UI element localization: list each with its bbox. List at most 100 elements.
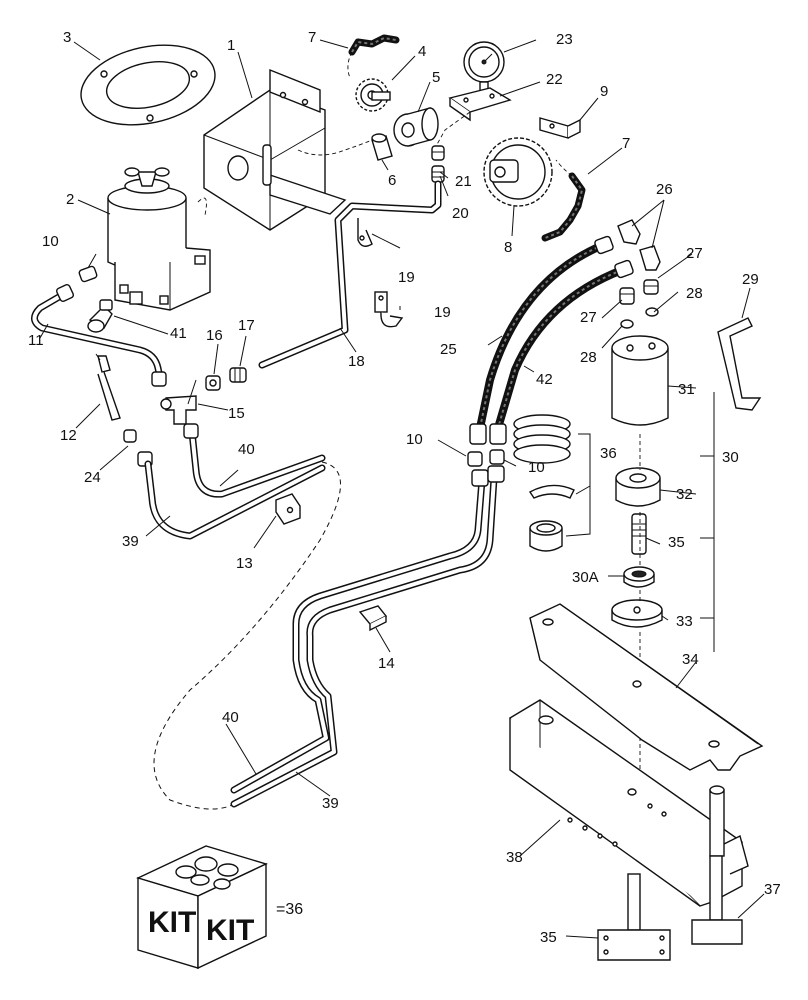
- hose-42: [494, 266, 626, 432]
- callout-28-right: 28: [686, 285, 703, 302]
- callout-5: 5: [432, 69, 440, 86]
- washer-28-right: [645, 307, 659, 317]
- callout-36: 36: [600, 445, 617, 462]
- filter-assembly: [107, 167, 211, 311]
- spacer-32: [615, 467, 661, 507]
- chain-top: [347, 34, 400, 79]
- callout-32: 32: [676, 486, 693, 503]
- washer-33: [611, 599, 663, 628]
- tee-15: [160, 395, 197, 425]
- small-sprocket: [355, 78, 391, 112]
- kit-contents: [175, 856, 239, 890]
- kit-label-right: KIT: [206, 914, 254, 947]
- callout-40-upper: 40: [238, 441, 255, 458]
- bushing: [371, 133, 393, 161]
- base-38: [509, 699, 749, 907]
- bolt-12: [95, 353, 121, 421]
- callout-10-right: 10: [528, 459, 545, 476]
- fitting-10-left: [78, 265, 98, 283]
- fitting-27-right: [643, 279, 659, 295]
- clip-19-lower: [374, 291, 404, 328]
- leader-lines: [39, 39, 765, 939]
- tube-39-40-lower: [230, 474, 498, 808]
- callout-27-left: 27: [580, 309, 597, 326]
- mounting-bracket: [203, 68, 347, 231]
- callout-40-lower: 40: [222, 709, 239, 726]
- callouts: 1 2 3 4 5 6 7 7 8 9 10 10 10 11 12 13 14…: [28, 29, 781, 946]
- callout-15: 15: [228, 405, 245, 422]
- fitting-27-left: [619, 287, 635, 305]
- washer-28-left: [620, 319, 634, 329]
- callout-25: 25: [440, 341, 457, 358]
- callout-4: 4: [418, 43, 426, 60]
- callout-11: 11: [28, 332, 44, 349]
- elbows-26: [617, 219, 661, 271]
- callout-1: 1: [227, 37, 235, 54]
- callout-18: 18: [348, 353, 365, 370]
- callout-16: 16: [206, 327, 223, 344]
- callout-19-upper: 19: [398, 269, 415, 286]
- callout-7-top: 7: [308, 29, 316, 46]
- callout-29: 29: [742, 271, 759, 288]
- callout-30a: 30A: [572, 569, 599, 586]
- callout-35-lower: 35: [540, 929, 557, 946]
- bracket-29: [717, 317, 762, 411]
- callout-23: 23: [556, 31, 573, 48]
- bushing-36: [529, 520, 563, 552]
- tube-39-upper: [144, 460, 326, 540]
- kit-label-left: KIT: [148, 906, 196, 939]
- callout-8: 8: [504, 239, 512, 256]
- callout-31: 31: [678, 381, 695, 398]
- pressure-gauge: [463, 41, 505, 93]
- callout-34: 34: [682, 651, 699, 668]
- nut-16: [205, 375, 221, 391]
- callout-21: 21: [455, 173, 472, 190]
- callout-38: 38: [506, 849, 523, 866]
- nut-17: [229, 367, 247, 383]
- callout-26: 26: [656, 181, 673, 198]
- callout-24: 24: [84, 469, 101, 486]
- pin-35-upper: [631, 513, 647, 555]
- chain-right: [541, 159, 586, 242]
- callout-22: 22: [546, 71, 563, 88]
- tube-11: [31, 283, 167, 387]
- fitting-21: [431, 145, 445, 161]
- callout-39-upper: 39: [122, 533, 139, 550]
- callout-13: 13: [236, 555, 253, 572]
- callout-28-left: 28: [580, 349, 597, 366]
- callout-19-lower: 19: [434, 304, 451, 321]
- callout-37: 37: [764, 881, 781, 898]
- flange-plate: [80, 44, 216, 126]
- pin-35-base: [709, 785, 725, 857]
- angle-bracket: [539, 117, 581, 139]
- cylinder-31: [611, 335, 669, 426]
- tube-18: [258, 180, 442, 369]
- callout-14: 14: [378, 655, 395, 672]
- callout-10-left: 10: [42, 233, 59, 250]
- large-sprocket: [483, 137, 553, 207]
- callout-6: 6: [388, 172, 396, 189]
- fittings-10-hose: [467, 449, 505, 487]
- kit-box: KIT KIT: [136, 845, 268, 970]
- callout-17: 17: [238, 317, 255, 334]
- callout-30: 30: [722, 449, 739, 466]
- snap-ring: [528, 484, 575, 499]
- tube-40-upper: [183, 423, 326, 498]
- kit-equals-label: =36: [276, 901, 303, 918]
- clamp-block-13: [275, 493, 301, 525]
- callout-35-upper: 35: [668, 534, 685, 551]
- callout-20: 20: [452, 205, 469, 222]
- foot-35: [597, 873, 671, 961]
- gauge-bracket: [434, 87, 512, 149]
- arm-34: [529, 603, 764, 771]
- bearing-30a: [623, 566, 655, 588]
- callout-27-right: 27: [686, 245, 703, 262]
- callout-12: 12: [60, 427, 77, 444]
- foot-37: [691, 855, 743, 945]
- roller-bearing: [393, 107, 439, 147]
- callout-33: 33: [676, 613, 693, 630]
- spring-36: [513, 414, 571, 464]
- hose-25: [476, 241, 607, 432]
- clip-14: [358, 605, 388, 632]
